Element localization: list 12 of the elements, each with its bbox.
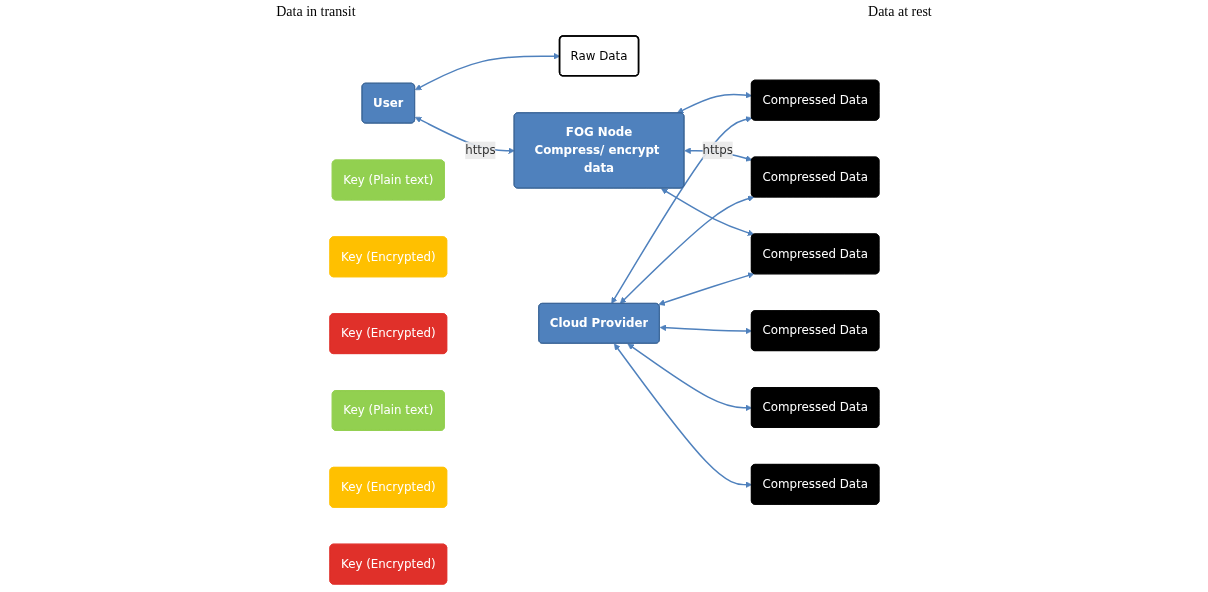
arrow bbox=[613, 343, 752, 488]
section-label: Data at rest bbox=[868, 4, 932, 21]
edge-label: https bbox=[464, 143, 496, 158]
arrow bbox=[676, 92, 752, 114]
arrow bbox=[660, 188, 754, 236]
section-label: Data in transit bbox=[276, 4, 356, 21]
arrow bbox=[659, 324, 752, 335]
arrow bbox=[619, 195, 754, 304]
arrow bbox=[414, 52, 560, 91]
arrow bbox=[627, 343, 752, 412]
arrow bbox=[657, 272, 754, 306]
edge-label: https bbox=[702, 143, 733, 158]
